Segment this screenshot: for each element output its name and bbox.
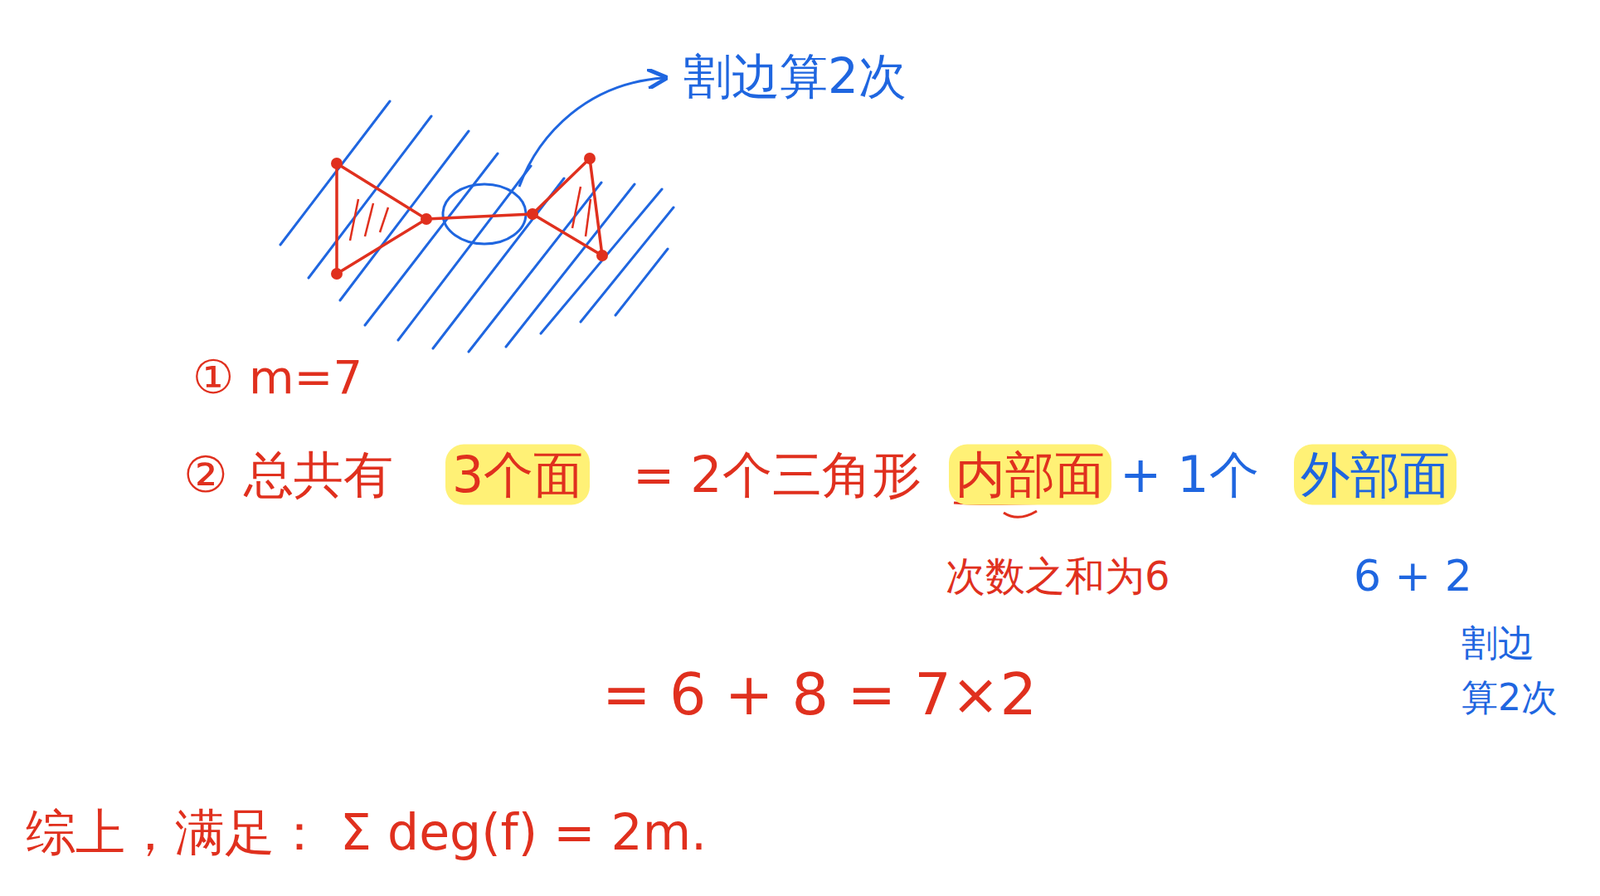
outer-face-hatch [280,101,674,352]
note-text: + 1个 [1119,446,1260,504]
note-text: ① m=7 [192,350,363,404]
note-text: = 6 + 8 = 7×2 [602,661,1037,729]
graph-vertices [330,152,608,280]
note-text: 割边 算2次 [1461,615,1571,725]
highlighted-term: 3个面 [445,444,590,506]
note-text: = 2个三角形 [632,446,922,504]
note-text: 6 + 2 [1353,551,1473,602]
note-text: ② 总共有 [183,446,394,504]
inner-face-hatch [350,186,591,241]
graph-edges [336,158,603,274]
note-text: 次数之和为6 [945,553,1171,599]
highlighted-term: 内部面 [948,444,1112,506]
note-text: 综上，满足： Σ deg(f) = 2m. [25,803,707,861]
highlighted-term: 外部面 [1293,444,1457,506]
note-text: 割边算2次 [683,48,907,105]
